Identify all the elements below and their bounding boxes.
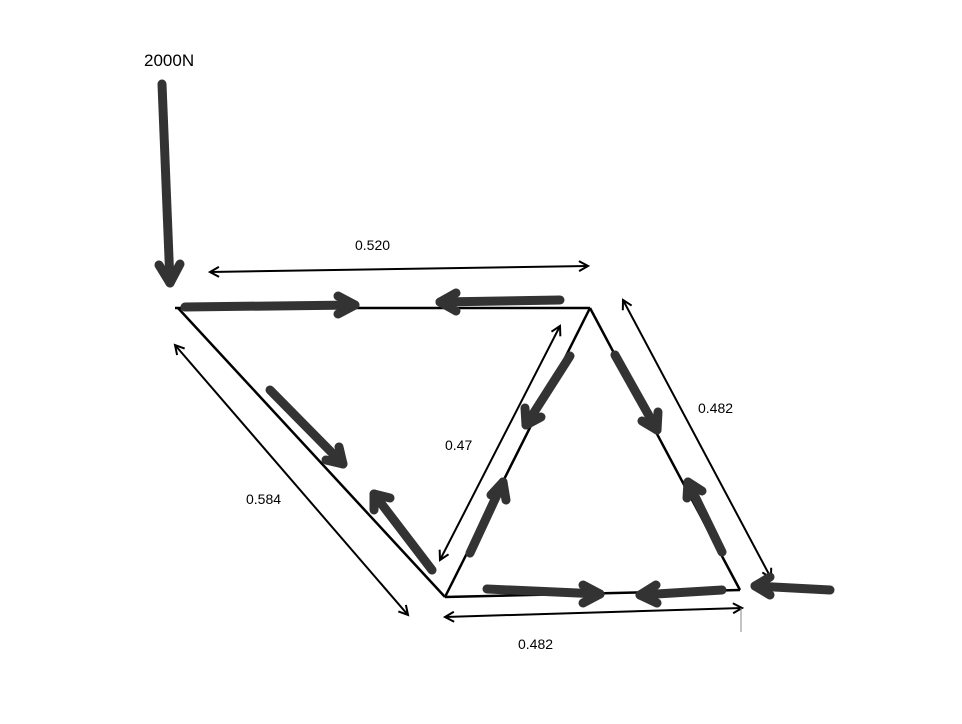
force-arrow-left-upper — [265, 385, 348, 469]
dimension-arrow-top — [210, 266, 588, 272]
dimension-label-left: 0.584 — [246, 491, 282, 507]
member-left-diagonal — [177, 307, 446, 598]
dimension-label-top: 0.520 — [355, 237, 391, 253]
dimension-label-middle: 0.47 — [445, 437, 473, 453]
force-arrow-right-upper — [610, 350, 663, 435]
force-arrow-bottom-left — [482, 580, 605, 608]
dimension-arrow-bottom — [445, 608, 742, 617]
load-label: 2000N — [144, 51, 195, 70]
dimension-arrow-left — [175, 345, 408, 615]
dimension-label-bottom: 0.482 — [518, 636, 554, 652]
reaction-force-arrow — [750, 572, 835, 600]
dimension-arrow-middle — [440, 326, 560, 560]
force-arrow-right-lower — [682, 477, 727, 557]
dimension-label-right: 0.482 — [698, 400, 734, 416]
force-arrows — [154, 79, 835, 608]
force-arrow-left-lower — [369, 489, 437, 575]
applied-load-arrow — [154, 79, 185, 288]
force-arrow-middle-upper — [520, 351, 575, 430]
force-arrow-top-left — [180, 291, 360, 319]
force-arrow-top-right — [435, 288, 565, 316]
dimension-arrow-right — [623, 300, 771, 578]
force-arrow-middle-lower — [465, 477, 511, 558]
dimension-lines — [175, 266, 771, 632]
force-arrow-bottom-right — [635, 580, 727, 608]
